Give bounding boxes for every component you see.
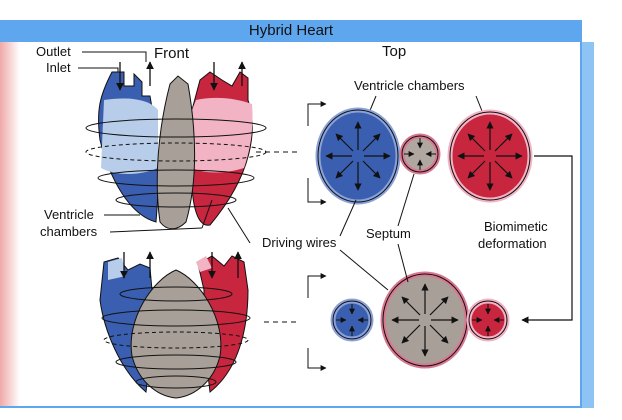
label-inlet: Inlet — [46, 60, 71, 75]
top-view-lower — [330, 271, 510, 369]
label-biomimetic-1: Biomimetic — [484, 219, 548, 234]
label-top: Top — [382, 43, 406, 60]
right-border — [580, 42, 582, 408]
label-ventricle-chambers-top: Ventricle chambers — [354, 78, 465, 93]
top-heart — [85, 61, 267, 230]
left-gradient — [0, 20, 20, 408]
outlet-leader — [82, 51, 147, 62]
label-biomimetic-2: deformation — [478, 236, 547, 251]
label-driving-wires: Driving wires — [262, 235, 337, 250]
bottom-border — [0, 406, 582, 408]
bottom-heart-septum — [130, 269, 222, 399]
top-heart-septum — [156, 75, 195, 230]
top-view-upper — [315, 107, 533, 205]
inlet-leader — [78, 67, 119, 72]
biomimetic-bracket — [521, 155, 573, 324]
bottom-heart — [99, 251, 251, 399]
label-ventricle-chambers-left-1: Ventricle — [44, 207, 94, 222]
right-strip — [582, 42, 594, 408]
label-ventricle-chambers-left-2: chambers — [40, 224, 98, 239]
label-outlet: Outlet — [36, 44, 71, 59]
figure-title: Hybrid Heart — [0, 20, 582, 42]
label-septum: Septum — [366, 226, 411, 241]
label-front: Front — [154, 45, 190, 62]
